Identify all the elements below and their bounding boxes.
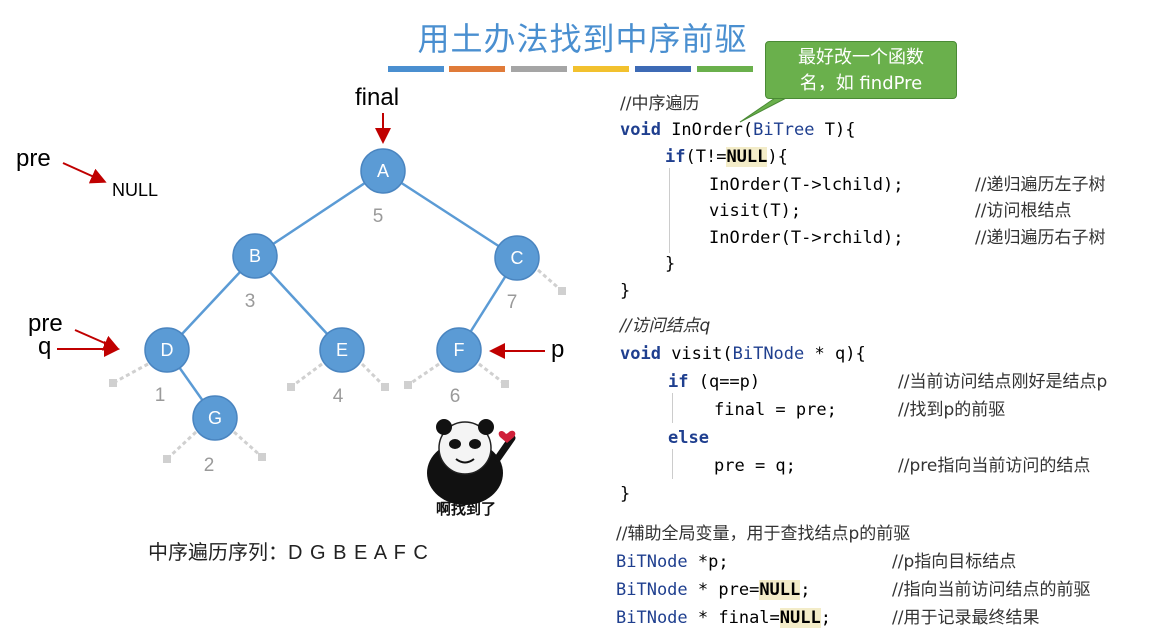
code-close-inorder: } [620,281,631,301]
sequence-value: D G B E A F C [288,542,429,564]
code-global-pre: BiTNode * pre=NULL; [616,580,811,600]
node-a: A [360,148,406,194]
node-e: E [319,327,365,373]
null-markers [109,287,566,463]
title-bar-darkblue [635,66,691,72]
node-e-label: E [336,340,348,360]
title-bar-blue [388,66,444,72]
null-edge-e-left [290,362,323,389]
node-g: G [192,395,238,441]
order-b: 3 [245,291,256,312]
node-g-label: G [208,408,222,428]
null-edge-e-right [360,362,387,389]
null-edge-g-right [233,430,263,459]
code-if-line: if(T!=NULL){ [665,147,788,167]
node-d: D [144,327,190,373]
order-c: 7 [507,292,518,313]
node-f: F [436,327,482,373]
node-b-label: B [249,246,261,266]
code-global-final-comment: //用于记录最终结果 [892,608,1040,628]
node-a-label: A [377,161,389,181]
panda-meme-image: 啊找到了 [427,419,516,518]
indent-guide-1 [669,168,670,253]
node-c: C [494,235,540,281]
p-label: p [551,336,564,363]
code-inorder-right-comment: //递归遍历右子树 [975,228,1106,248]
node-b: B [232,233,278,279]
null-edge-g-left [165,430,198,461]
code-final-assign-comment: //找到p的前驱 [898,400,1006,420]
null-edge-c-right [537,268,563,293]
null-label: NULL [112,180,158,200]
binary-tree: A B C D E F G 5 3 7 1 4 6 2 final pre NU… [16,84,566,476]
code-pre-assign: pre = q; [714,456,796,476]
q-label: q [38,333,51,360]
pre-label: pre [28,310,63,337]
null-edge-f-right [478,362,506,386]
indent-guide-3 [672,449,673,479]
heart-icon [498,430,516,443]
null-edge-f-left [407,362,440,387]
edge-a-c [382,169,518,260]
code-if-q-eq-p-comment: //当前访问结点刚好是结点p [898,372,1108,392]
tree-edges [165,169,519,419]
callout-line-2: 名，如 findPre [799,73,923,94]
node-c-label: C [511,248,524,268]
edge-a-b [254,169,384,258]
callout-line-1: 最好改一个函数 [798,47,924,68]
code-close-visit: } [620,484,631,504]
code-inorder-left-comment: //递归遍历左子树 [975,175,1106,195]
pre-top-label: pre [16,145,51,172]
order-f: 6 [450,386,461,407]
code-global-p-comment: //p指向目标结点 [892,552,1017,572]
order-g: 2 [204,455,215,476]
pre-arrow [74,329,120,351]
order-e: 4 [333,386,344,407]
pre-null-arrow [62,162,107,184]
code-comment-visit: //访问结点q [620,316,711,336]
title-bar-yellow [573,66,629,72]
code-visit-call: visit(T); [709,201,802,221]
order-d: 1 [155,385,166,406]
code-global-p: BiTNode *p; [616,552,729,572]
title-bar-green [697,66,753,72]
order-a: 5 [373,206,384,227]
node-f-label: F [454,340,465,360]
final-pointer-label: final [355,84,399,111]
meme-caption: 啊找到了 [436,500,496,518]
code-pre-assign-comment: //pre指向当前访问的结点 [898,456,1091,476]
code-comment-globals: //辅助全局变量，用于查找结点p的前驱 [616,524,911,544]
node-d-label: D [161,340,174,360]
code-global-pre-comment: //指向当前访问结点的前驱 [892,580,1091,600]
code-global-final: BiTNode * final=NULL; [616,608,831,628]
null-edge-d-left [112,362,149,385]
page-title: 用土办法找到中序前驱 [417,20,748,58]
code-inorder-signature: void InOrder(BiTree T){ [620,120,856,140]
indent-guide-2 [672,393,673,423]
callout-bubble: 最好改一个函数 名，如 findPre [765,41,957,99]
code-close-if: } [665,254,676,274]
code-visit-signature: void visit(BiTNode * q){ [620,344,866,364]
sequence-label: 中序遍历序列： [148,540,288,564]
code-else: else [668,428,709,448]
title-bar-orange [449,66,505,72]
code-if-q-eq-p: if (q==p) [668,372,761,392]
title-bar-gray [511,66,567,72]
code-comment-inorder: //中序遍历 [620,94,700,114]
inorder-sequence: 中序遍历序列：D G B E A F C [148,536,429,565]
null-edges [112,268,563,461]
code-inorder-left: InOrder(T->lchild); [709,175,904,195]
code-final-assign: final = pre; [714,400,837,420]
code-inorder-right: InOrder(T->rchild); [709,228,904,248]
code-visit-call-comment: //访问根结点 [975,201,1072,221]
